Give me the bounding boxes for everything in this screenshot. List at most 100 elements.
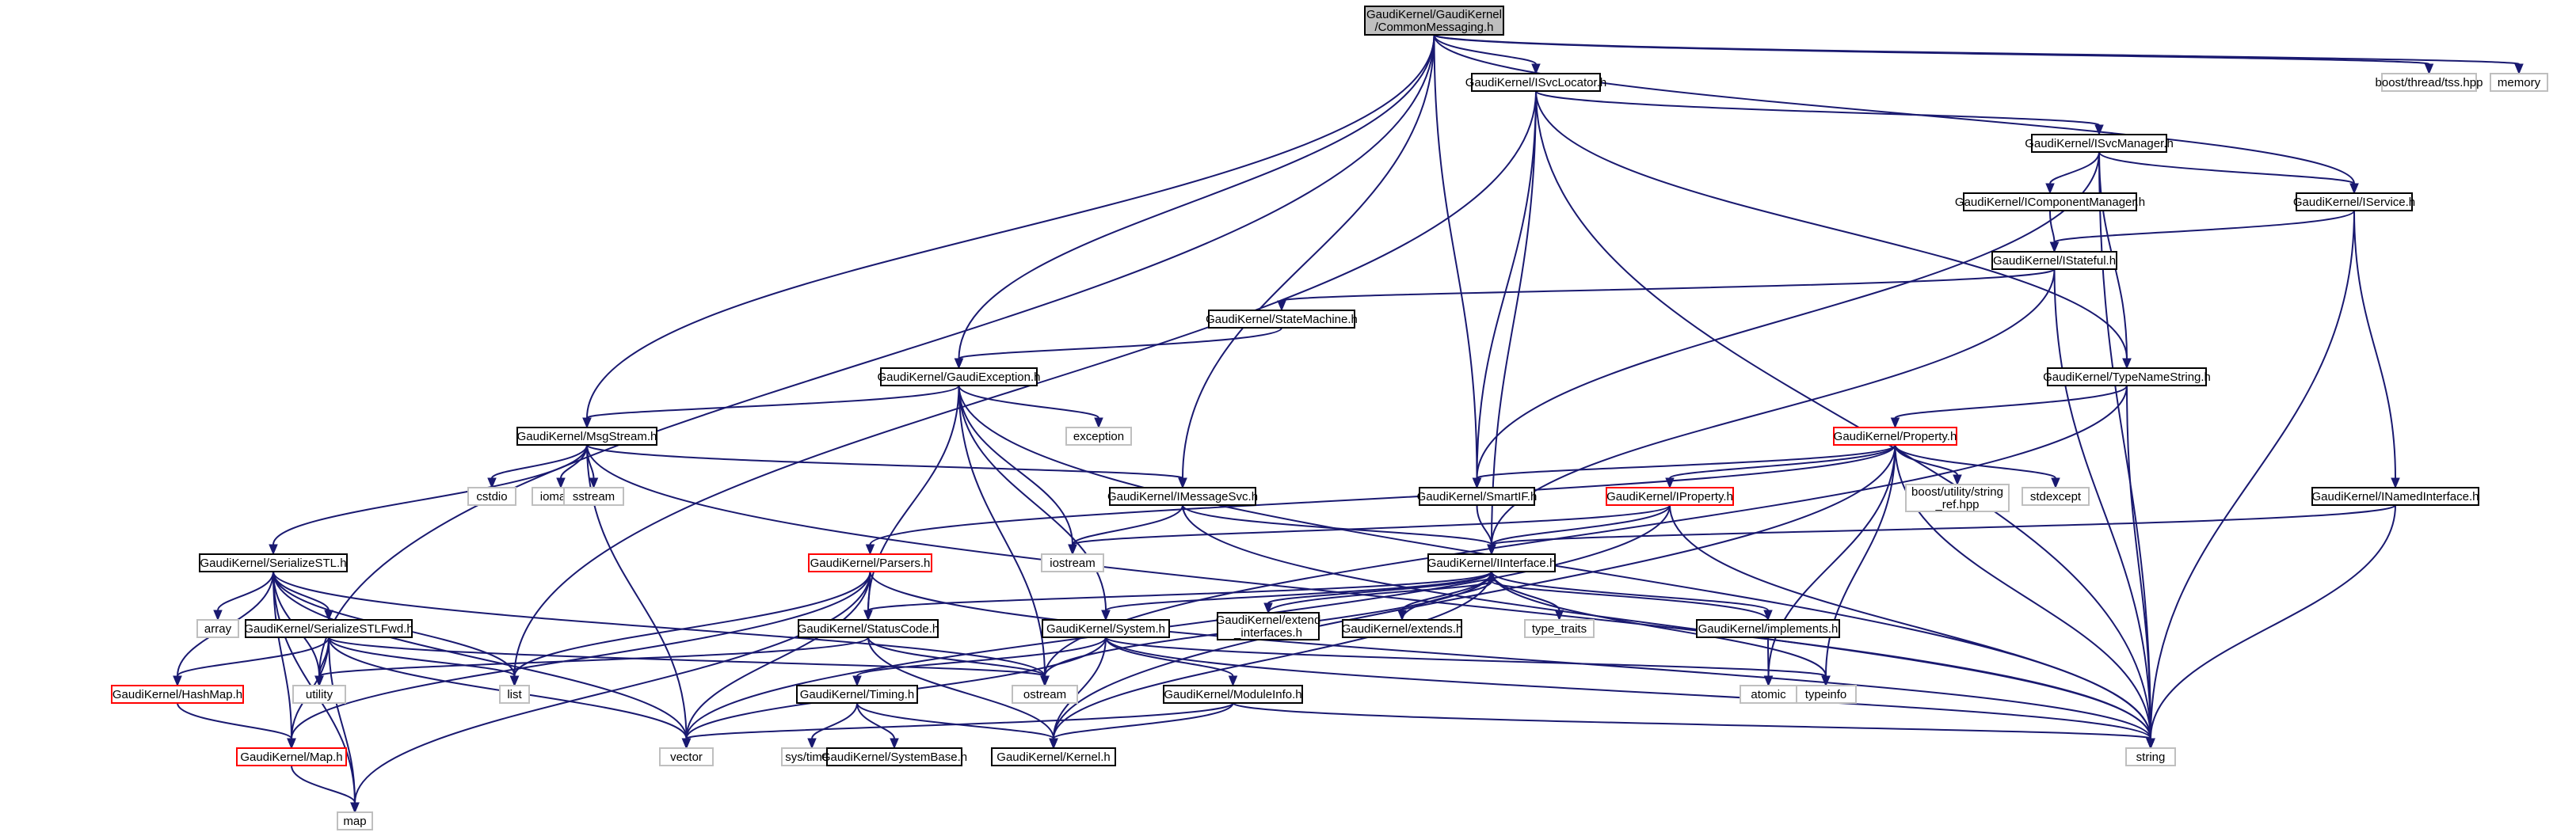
edge-line [1267, 580, 1492, 614]
dependency-edge [1263, 571, 1492, 614]
edge-line [1401, 580, 1492, 621]
node-imessagesvc[interactable]: GaudiKernel/IMessageSvc.h [1107, 487, 1258, 506]
edge-arrowhead [1763, 675, 1774, 687]
edge-line [1476, 504, 1492, 545]
edge-line [2150, 210, 2355, 739]
node-label: GaudiKernel/StateMachine.h [1206, 313, 1358, 326]
edge-line [217, 571, 274, 611]
node-serializestlfwd[interactable]: GaudiKernel/SerializeSTLFwd.h [244, 619, 413, 638]
node-box [2490, 73, 2548, 92]
node-label: cstdio [476, 490, 507, 504]
edge-line [586, 385, 960, 419]
edge-line [1105, 636, 1234, 677]
edge-arrowhead [589, 477, 599, 489]
node-box [826, 747, 962, 766]
node-serializestl[interactable]: GaudiKernel/SerializeSTL.h [199, 553, 348, 572]
node-gaudiexception[interactable]: GaudiKernel/GaudiException.h [878, 367, 1041, 386]
edge-arrowhead [2051, 477, 2060, 489]
edge-line [2049, 210, 2056, 243]
node-label: GaudiKernel/IMessageSvc.h [1107, 490, 1258, 504]
edge-line [856, 702, 1054, 739]
edge-line [685, 702, 1234, 739]
edge-arrowhead [1178, 477, 1187, 489]
edge-line [1491, 90, 1537, 545]
node-statuscode[interactable]: GaudiKernel/StatusCode.h [798, 619, 939, 638]
node-system[interactable]: GaudiKernel/System.h [1042, 619, 1170, 638]
node-list: list [499, 685, 530, 704]
dependency-edge [2098, 151, 2155, 750]
node-extend-interfaces[interactable]: GaudiKernel/extend_interfaces.h [1216, 612, 1321, 640]
node-isvclocator[interactable]: GaudiKernel/ISvcLocator.h [1465, 73, 1606, 92]
node-root[interactable]: GaudiKernel/GaudiKernel/CommonMessaging.… [1364, 6, 1504, 36]
node-map[interactable]: GaudiKernel/Map.h [236, 747, 347, 766]
node-atomic: atomic [1740, 685, 1797, 704]
node-iostream: iostream [1041, 553, 1104, 572]
node-box [245, 619, 413, 638]
edge-line [586, 444, 1183, 479]
node-label: GaudiKernel/extends.h [1342, 622, 1463, 636]
node-istateful[interactable]: GaudiKernel/IStateful.h [1991, 251, 2117, 270]
edge-arrowhead [173, 675, 182, 687]
dependency-edge [1232, 702, 2155, 750]
edge-line [867, 636, 1054, 739]
node-msgstream[interactable]: GaudiKernel/MsgStream.h [516, 427, 657, 446]
edge-arrowhead [2045, 183, 2055, 195]
node-label: GaudiKernel/Property.h [1834, 430, 1957, 443]
node-label: sys/time.h [785, 750, 839, 764]
edge-line [1105, 571, 1492, 611]
edge-line [1072, 504, 1671, 545]
edge-line [272, 444, 588, 545]
node-iinterface[interactable]: GaudiKernel/IInterface.h [1427, 553, 1557, 572]
edge-line [958, 385, 1107, 611]
node-moduleinfo[interactable]: GaudiKernel/ModuleInfo.h [1163, 685, 1303, 704]
node-box [1471, 73, 1601, 92]
node-kernel[interactable]: GaudiKernel/Kernel.h [991, 747, 1116, 766]
node-typenamestring[interactable]: GaudiKernel/TypeNameString.h [2043, 367, 2211, 386]
node-property[interactable]: GaudiKernel/Property.h [1833, 427, 1957, 446]
node-isvcmanager[interactable]: GaudiKernel/ISvcManager.h [2025, 134, 2174, 153]
node-box [499, 685, 530, 704]
edge-arrowhead [1487, 570, 1496, 582]
dependency-edge [272, 571, 333, 621]
node-iproperty[interactable]: GaudiKernel/IProperty.h [1606, 487, 1734, 506]
node-box [796, 685, 918, 704]
node-inamedinterface[interactable]: GaudiKernel/INamedInterface.h [2311, 487, 2479, 506]
edge-line [1491, 580, 1769, 621]
edge-line [318, 34, 1435, 677]
edge-line [1053, 444, 1896, 739]
edge-arrowhead [2146, 738, 2155, 750]
node-label: GaudiKernel/ModuleInfo.h [1164, 688, 1301, 701]
edge-line [1232, 702, 2151, 739]
edge-line [354, 571, 871, 804]
edge-arrowhead [1531, 63, 1541, 75]
edge-line [1182, 504, 2151, 739]
node-box [467, 487, 516, 506]
node-statemachine[interactable]: GaudiKernel/StateMachine.h [1206, 310, 1358, 329]
node-parsers[interactable]: GaudiKernel/Parsers.h [808, 553, 932, 572]
node-hashmap[interactable]: GaudiKernel/HashMap.h [111, 685, 244, 704]
node-iservice[interactable]: GaudiKernel/IService.h [2293, 192, 2415, 211]
node-label: GaudiKernel/TypeNameString.h [2043, 370, 2211, 384]
node-string: string [2125, 747, 2176, 766]
dependency-edge [213, 571, 274, 621]
node-systembase[interactable]: GaudiKernel/SystemBase.h [821, 747, 967, 766]
edge-line [1476, 444, 1896, 479]
edge-line [491, 444, 588, 479]
edge-arrowhead [213, 610, 223, 621]
node-label: memory [2498, 76, 2541, 89]
edge-line [869, 444, 1896, 545]
edge-arrowhead [2349, 183, 2359, 195]
node-label: _ref.hpp [1934, 498, 1979, 511]
node-implements[interactable]: GaudiKernel/implements.h [1696, 619, 1840, 638]
edge-line [958, 385, 1046, 677]
node-extends[interactable]: GaudiKernel/extends.h [1342, 619, 1463, 638]
dependency-edge [287, 571, 871, 750]
edge-line [2049, 151, 2100, 184]
edge-line [177, 702, 292, 739]
edge-line [1433, 34, 2520, 65]
node-box [2381, 73, 2477, 92]
edge-line [1433, 34, 2355, 184]
node-icomponentmanager[interactable]: GaudiKernel/IComponentManager.h [1955, 192, 2145, 211]
node-smartif[interactable]: GaudiKernel/SmartIF.h [1417, 487, 1538, 506]
node-timing[interactable]: GaudiKernel/Timing.h [796, 685, 918, 704]
